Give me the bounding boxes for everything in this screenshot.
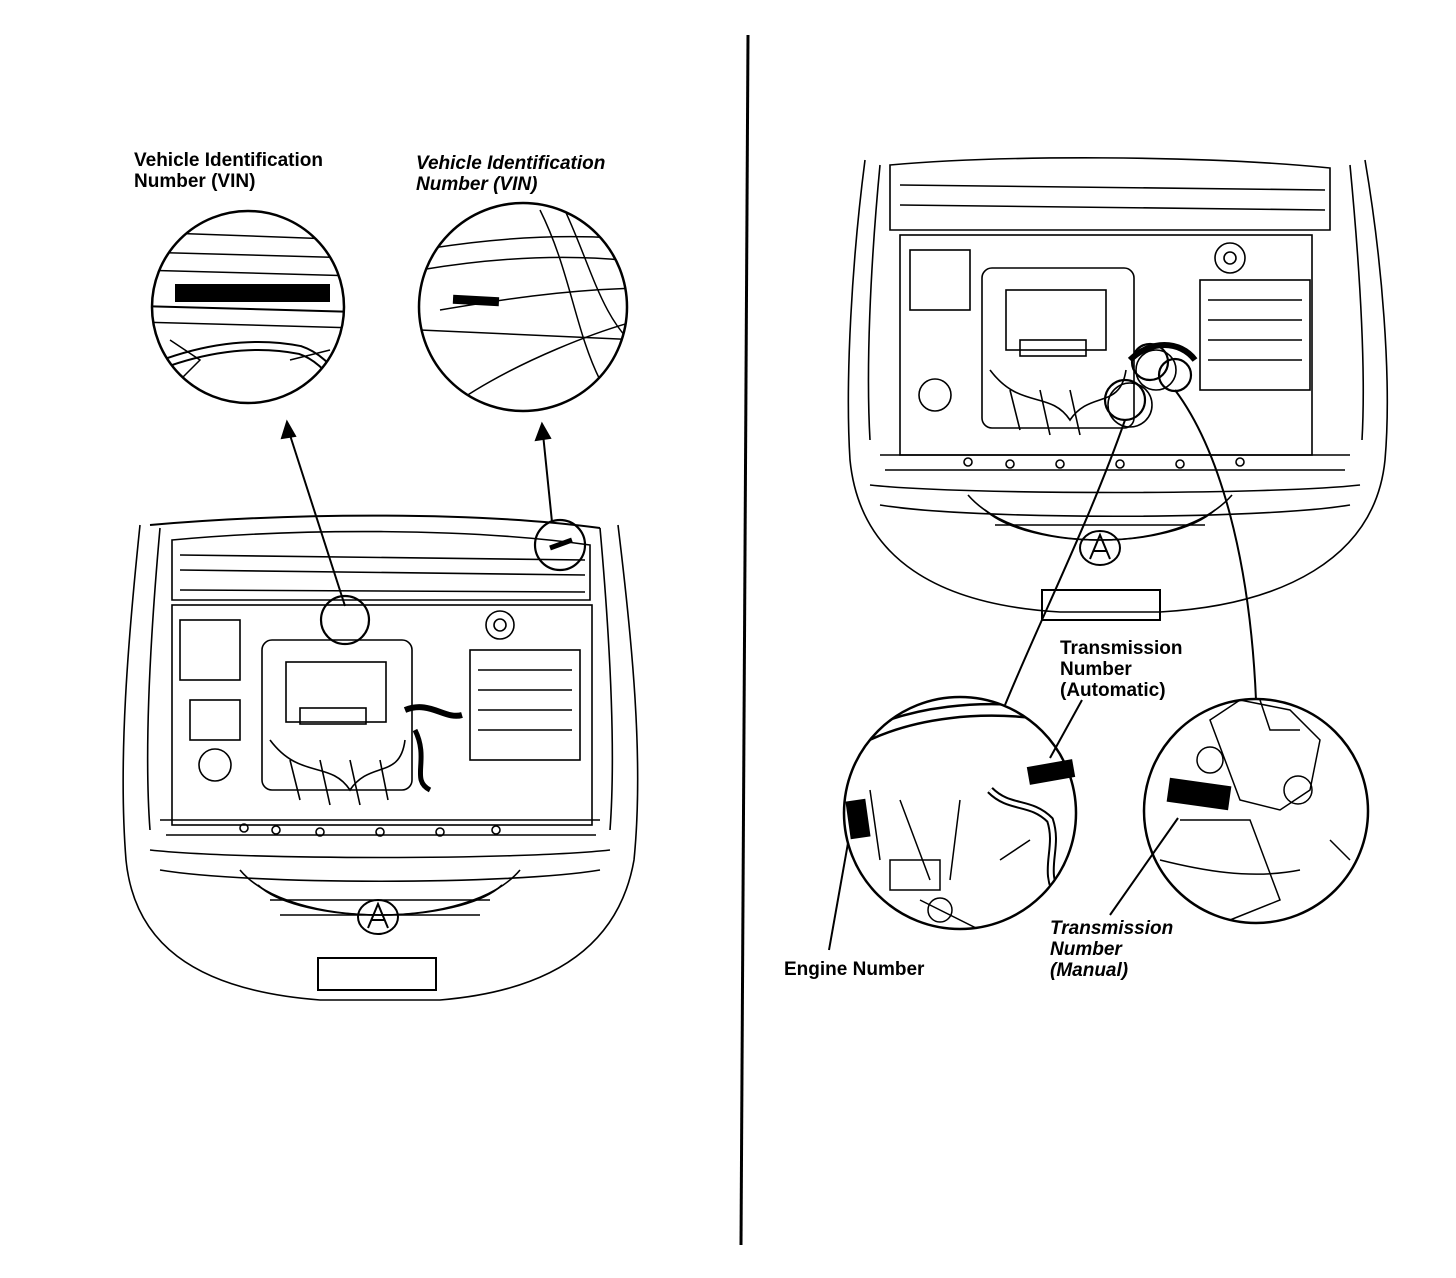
engine-number-label: Engine Number — [784, 959, 925, 980]
vin-plate-left — [175, 284, 330, 302]
engine-number-plate — [845, 798, 871, 840]
vin-arrows — [280, 419, 553, 607]
vin-left-label: Vehicle Identification Number (VIN) — [134, 150, 323, 192]
left-car-engine-bay — [122, 514, 639, 1001]
acura-logo-icon — [357, 899, 399, 935]
trans-auto-plate — [1026, 759, 1076, 785]
vin-right-callout-circle — [533, 518, 587, 572]
right-car-engine-bay — [847, 157, 1389, 621]
vin-plate-right — [452, 294, 500, 307]
right-leader-lines — [828, 389, 1257, 951]
trans-manual-plate — [1166, 777, 1232, 811]
page-divider — [739, 34, 750, 1246]
vin-right-detail — [417, 201, 629, 413]
vin-right-label: Vehicle Identification Number (VIN) — [416, 153, 606, 195]
acura-logo-icon — [1079, 530, 1121, 566]
trans-auto-label: Transmission Number (Automatic) — [1060, 638, 1183, 701]
trans-manual-detail — [1142, 697, 1370, 925]
trans-manual-label: Transmission Number (Manual) — [1050, 918, 1174, 981]
vin-left-detail — [150, 209, 346, 405]
engine-number-detail — [842, 695, 1078, 931]
vin-left-callout-circle — [319, 594, 371, 646]
trans-auto-callout-circle — [1130, 342, 1170, 382]
engine-number-callout-circle — [1103, 378, 1147, 422]
